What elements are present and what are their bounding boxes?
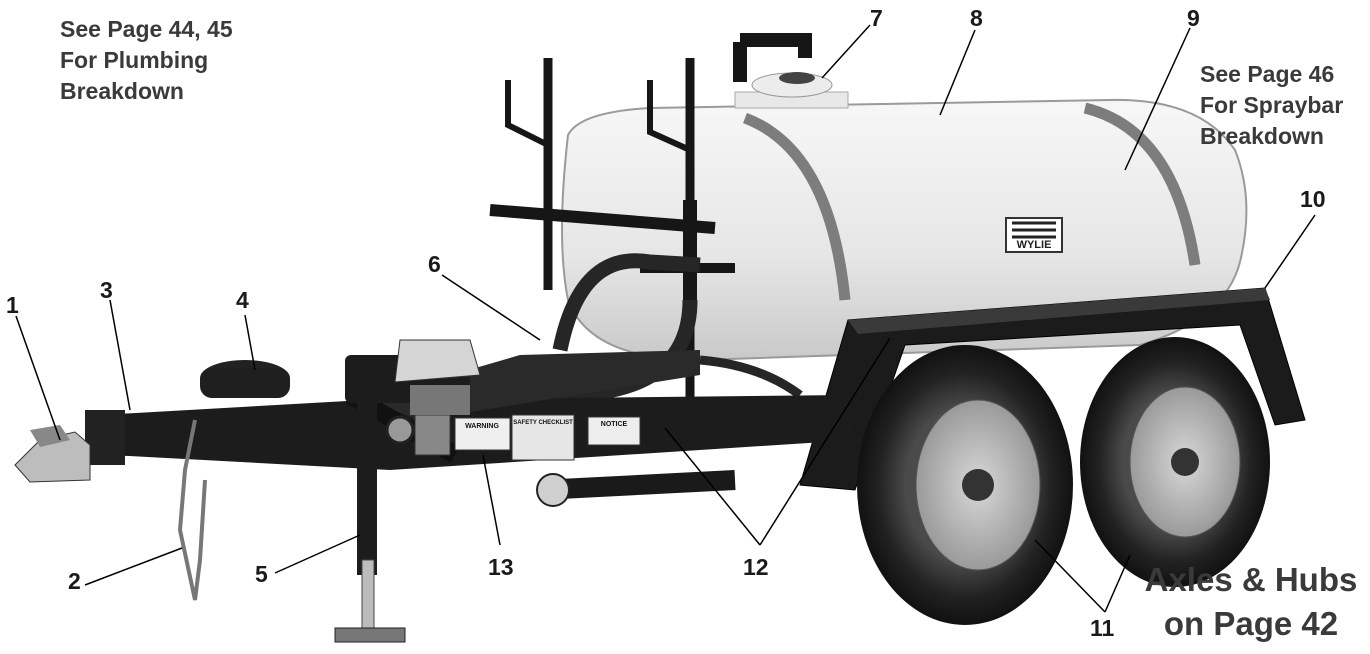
battery-box <box>200 360 290 398</box>
axles-note-line-1: Axles & Hubs <box>1144 561 1358 598</box>
callout-3: 3 <box>100 277 113 303</box>
callout-4: 4 <box>236 287 249 313</box>
callout-1: 1 <box>6 292 19 318</box>
callout-11: 11 <box>1090 615 1115 641</box>
tank-logo: WYLIE <box>1017 239 1052 251</box>
callout-13: 13 <box>488 554 514 580</box>
fenders <box>799 287 1306 491</box>
callout-7: 7 <box>870 5 883 31</box>
plumbing-note-line-2: For Plumbing <box>60 47 209 73</box>
axles-note: Axles & Hubs on Page 42 <box>1138 558 1364 646</box>
callout-9: 9 <box>1187 5 1200 31</box>
warning-decal: WARNING <box>465 423 499 430</box>
plumbing-note-line-1: See Page 44, 45 <box>60 16 233 42</box>
tank: WYLIE <box>561 72 1248 362</box>
spray-stand <box>489 33 812 400</box>
under-plumbing <box>536 470 736 507</box>
rear-wheel <box>1080 337 1270 587</box>
tongue-jack <box>334 375 406 643</box>
spraybar-note: See Page 46 For Spraybar Breakdown <box>1200 59 1343 152</box>
callout-12: 12 <box>743 554 769 580</box>
plumbing-note-line-3: Breakdown <box>60 78 184 104</box>
spraybar-note-line-1: See Page 46 <box>1200 61 1335 87</box>
spraybar-note-line-3: Breakdown <box>1200 123 1324 149</box>
spraybar-note-line-2: For Spraybar <box>1200 92 1344 118</box>
safety-decal: SAFETY CHECKLIST <box>513 420 573 426</box>
axles-note-line-2: on Page 42 <box>1163 605 1339 642</box>
callout-2: 2 <box>68 568 81 594</box>
callout-8: 8 <box>970 5 983 31</box>
front-wheel <box>857 345 1073 625</box>
plumbing-note: See Page 44, 45 For Plumbing Breakdown <box>60 14 233 107</box>
callout-6: 6 <box>428 251 441 277</box>
safety-chain <box>177 419 207 601</box>
callout-5: 5 <box>255 561 268 587</box>
notice-decal: NOTICE <box>601 421 628 428</box>
leader-lines <box>15 24 1316 613</box>
hitch-coupler <box>14 425 91 483</box>
callout-10: 10 <box>1300 186 1326 212</box>
